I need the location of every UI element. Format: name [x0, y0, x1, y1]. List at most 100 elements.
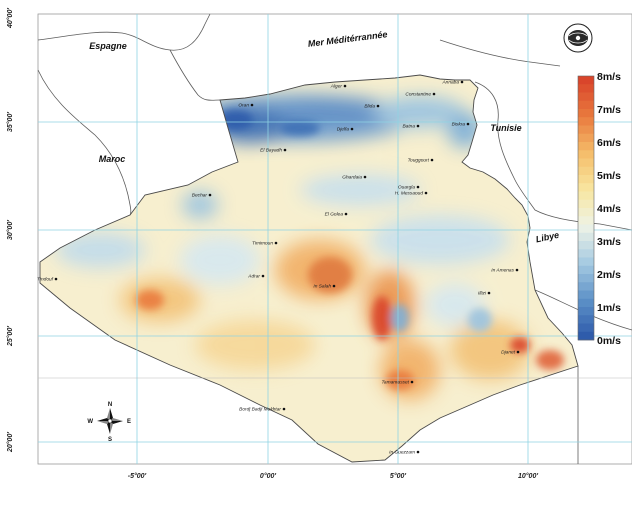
city-marker: H. Messaoud [395, 191, 428, 197]
city-label: In Salah [313, 284, 331, 290]
city-marker: Adrar [247, 274, 265, 280]
city-marker: El Golea [325, 212, 348, 218]
city-label: Djanet [501, 350, 516, 356]
city-marker: Ghardaia [342, 175, 367, 181]
longitude-tick-label: -5°00' [128, 472, 147, 480]
city-marker: Djelfa [337, 127, 354, 133]
legend-color-step [578, 175, 594, 184]
city-marker: Illizi [478, 291, 491, 297]
compass-rose: N S E W [87, 402, 131, 443]
legend-frame [577, 75, 595, 341]
legend-color-step [578, 199, 594, 209]
city-dot [424, 191, 428, 195]
city-marker: El Bayadh [260, 148, 287, 154]
city-label: Blida [364, 104, 375, 110]
legend-label: 4m/s [597, 203, 621, 215]
legend-color-step [578, 290, 594, 300]
city-dot [516, 350, 520, 354]
city-marker: Blida [364, 104, 380, 110]
city-label: Bordj Badji Mokhtar [239, 407, 281, 413]
city-label: Illizi [478, 291, 487, 297]
latitude-tick-label: 40°00' [6, 8, 14, 29]
longitude-tick-label: 10°00' [518, 472, 538, 480]
city-marker: In Amenas [491, 268, 519, 274]
legend-color-step [578, 331, 594, 341]
city-dot [416, 124, 420, 128]
latitude-tick-label: 25°00' [6, 326, 14, 347]
latitude-tick-label: 20°00' [6, 432, 14, 453]
city-label: Ouargla [398, 185, 415, 191]
city-label: Tamanrasset [381, 380, 409, 386]
city-dot [350, 127, 354, 131]
city-marker: Constantine [405, 92, 436, 98]
compass-west-label: W [87, 419, 93, 425]
city-dot [460, 80, 464, 84]
city-dot [416, 185, 420, 189]
legend-color-step [578, 232, 594, 242]
city-label: Timimoun [252, 241, 273, 247]
city-label: Tindouf [37, 277, 54, 283]
legend-label: 6m/s [597, 137, 621, 149]
legend-color-step [578, 158, 594, 168]
legend-color-step [578, 183, 594, 192]
city-label: Batna [402, 124, 415, 130]
legend-color-step [578, 166, 594, 176]
city-marker: Touggourt [408, 158, 434, 164]
legend-color-step [578, 117, 594, 126]
city-marker: Oran [238, 103, 254, 109]
city-marker: Djanet [501, 350, 520, 356]
legend-color-step [578, 323, 594, 333]
institution-logo [563, 23, 593, 53]
legend-color-step [578, 109, 594, 118]
city-dot [416, 450, 420, 454]
legend-color-step [578, 92, 594, 102]
city-dot [250, 103, 254, 107]
legend-label: 2m/s [597, 269, 621, 281]
city-dot [376, 104, 380, 108]
city-marker: Biskra [452, 122, 470, 128]
neighbour-outlines [37, 13, 632, 464]
city-dot [363, 175, 367, 179]
city-dot [343, 84, 347, 88]
legend-label: 5m/s [597, 170, 621, 182]
legend-color-step [578, 249, 594, 258]
longitude-tick-label: 0°00' [260, 472, 276, 480]
city-marker: Annaba [441, 80, 464, 86]
city-dot [274, 241, 278, 245]
city-label: Adrar [247, 274, 260, 280]
legend-label: 0m/s [597, 335, 621, 347]
wind-speed-field [55, 94, 564, 400]
city-label: Touggourt [408, 158, 430, 164]
legend-color-step [578, 265, 594, 275]
city-label: Oran [238, 103, 249, 109]
legend-color-step [578, 282, 594, 291]
legend-color-step [578, 208, 594, 217]
city-dot [208, 193, 212, 197]
city-dot [283, 148, 287, 152]
city-marker: Batna [402, 124, 420, 130]
city-marker: Ouargla [398, 185, 420, 191]
longitude-tick-label: 5°00' [390, 472, 406, 480]
city-label: Biskra [452, 122, 466, 128]
legend-color-step [578, 191, 594, 201]
legend-label: 1m/s [597, 302, 621, 314]
city-marker: Timimoun [252, 241, 278, 247]
legend-color-step [578, 315, 594, 324]
city-dot [344, 212, 348, 216]
compass-east-label: E [127, 419, 131, 425]
legend-color-step [578, 76, 594, 85]
graticule [38, 14, 632, 464]
city-marker: Alger [330, 84, 347, 90]
latitude-tick-label: 35°00' [6, 112, 14, 132]
city-marker: In Salah [313, 284, 336, 290]
latitude-tick-label: 30°00' [6, 220, 14, 240]
city-dot [430, 158, 434, 162]
country-label: Espagne [89, 41, 127, 51]
city-label: In Guezzam [389, 450, 415, 456]
city-label: H. Messaoud [395, 191, 424, 197]
city-label: El Bayadh [260, 148, 282, 154]
city-label: Constantine [405, 92, 431, 98]
